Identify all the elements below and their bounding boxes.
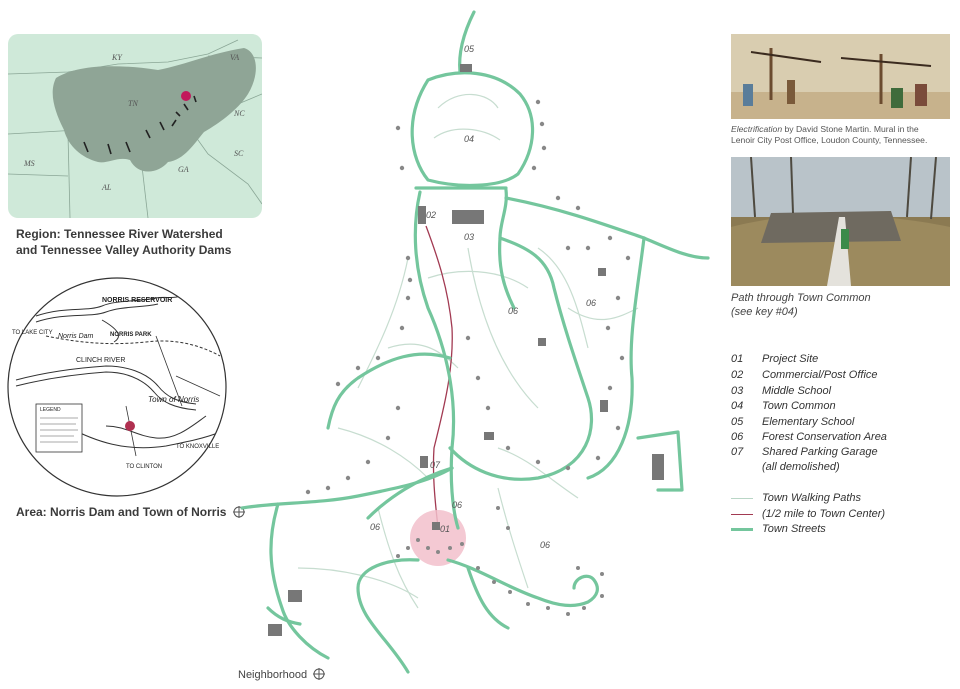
building-sw-1 [288, 590, 302, 602]
label-07: 07 [430, 460, 441, 470]
state-label-nc: NC [233, 109, 245, 118]
svg-text:Town of Norris: Town of Norris [148, 395, 199, 404]
label-02: 02 [426, 210, 436, 220]
state-label-sc: SC [234, 149, 244, 158]
state-label-ky: KY [111, 53, 123, 62]
building-06b [600, 400, 608, 412]
label-06-east: 06 [586, 298, 596, 308]
area-map-graphic: LEGEND NORRIS RESERVOIR NORRIS PARK Norr… [7, 277, 227, 497]
building-sw-2 [268, 624, 282, 636]
path-image [731, 157, 950, 286]
path-caption: Path through Town Common (see key #04) [731, 292, 871, 318]
svg-text:NORRIS RESERVOIR: NORRIS RESERVOIR [102, 297, 172, 304]
state-label-va: VA [230, 53, 239, 62]
label-06-center: 06 [508, 306, 518, 316]
legend-demolished-note: (all demolished) [762, 461, 840, 473]
building-01 [432, 522, 440, 530]
route-swatch [731, 513, 753, 515]
mural-image [731, 34, 950, 119]
label-06-southeast: 06 [540, 540, 550, 550]
building-house-2 [538, 338, 546, 346]
svg-text:NORRIS PARK: NORRIS PARK [110, 332, 152, 338]
state-label-ms: MS [23, 159, 35, 168]
svg-text:TO LAKE CITY: TO LAKE CITY [12, 330, 53, 336]
region-map: KY VA TN NC MS AL GA SC [8, 34, 262, 218]
area-site-marker [125, 421, 135, 431]
house-dots [305, 99, 631, 616]
building-07 [420, 456, 428, 468]
path-photo [731, 157, 950, 286]
street-swatch [731, 527, 753, 531]
svg-text:LEGEND: LEGEND [40, 407, 61, 413]
label-05: 05 [464, 44, 475, 54]
svg-text:Norris Dam: Norris Dam [58, 333, 94, 340]
label-01: 01 [440, 524, 450, 534]
state-label-ga: GA [178, 165, 189, 174]
svg-text:CLINCH RIVER: CLINCH RIVER [76, 357, 125, 364]
svg-text:TO KNOXVILLE: TO KNOXVILLE [176, 444, 219, 450]
walking-paths [297, 93, 639, 609]
walking-path-swatch [731, 497, 753, 499]
building-02 [418, 206, 426, 224]
building-garage [652, 454, 664, 480]
state-label-tn: TN [128, 99, 138, 108]
mural-photo [731, 34, 950, 119]
area-map: LEGEND NORRIS RESERVOIR NORRIS PARK Norr… [6, 276, 228, 498]
label-04: 04 [464, 134, 474, 144]
project-site-circle [410, 510, 466, 566]
north-arrow-icon [313, 668, 326, 680]
state-label-al: AL [101, 183, 112, 192]
watershed-shape [52, 48, 256, 172]
building-05 [460, 64, 472, 72]
legend-walking-paths: Town Walking Paths [731, 491, 861, 506]
label-06-west: 06 [370, 522, 380, 532]
building-06 [598, 268, 606, 276]
label-06-south: 06 [452, 500, 462, 510]
region-caption: Region: Tennessee River Watershed and Te… [16, 227, 232, 257]
north-arrow-icon [232, 506, 245, 518]
mural-caption: Electrification by David Stone Martin. M… [731, 124, 928, 145]
area-legend-box [35, 403, 83, 453]
svg-text:TO CLINTON: TO CLINTON [126, 464, 162, 470]
buildings [268, 64, 664, 636]
town-streets [240, 10, 710, 674]
region-map-graphic: KY VA TN NC MS AL GA SC [8, 39, 262, 218]
building-03 [452, 210, 484, 224]
area-caption: Area: Norris Dam and Town of Norris [16, 504, 245, 520]
legend-town-streets: Town Streets [731, 522, 826, 537]
building-house [484, 432, 494, 440]
norris-marker [181, 91, 191, 101]
neighborhood-caption: Neighborhood [238, 668, 326, 681]
site-map: 05 04 02 03 06 06 07 06 01 06 06 [240, 10, 710, 674]
label-03: 03 [464, 232, 474, 242]
legend-half-mile: (1/2 mile to Town Center) [731, 507, 885, 522]
